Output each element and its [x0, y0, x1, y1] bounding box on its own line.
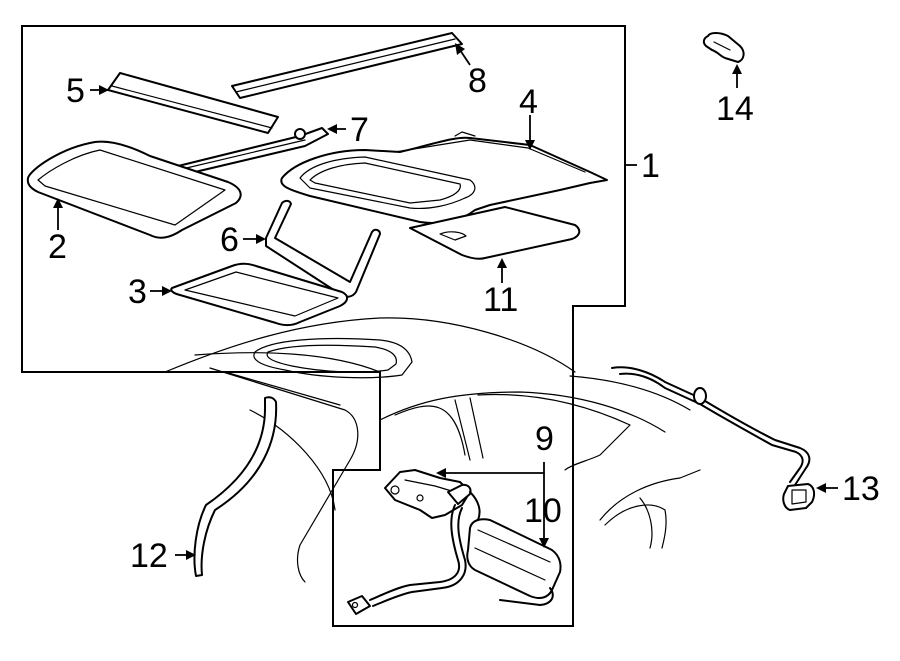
part-12-molding — [193, 396, 278, 577]
part-14-clip — [702, 32, 745, 63]
vehicle-body-outline — [164, 317, 701, 583]
callout-10: 10 — [524, 492, 562, 530]
kit-outline-box — [21, 25, 626, 627]
part-9-motor — [384, 469, 472, 519]
part-8-strip — [231, 32, 463, 99]
wiring-harness — [347, 504, 554, 615]
callout-labels: 1 2 3 4 5 6 7 8 9 10 11 12 13 14 — [48, 62, 880, 575]
callout-5: 5 — [66, 72, 85, 110]
callout-2: 2 — [48, 228, 67, 266]
part-3-seal — [170, 262, 348, 327]
part-4-frame — [280, 131, 608, 225]
callout-3: 3 — [128, 273, 147, 311]
part-13-drain-hose — [611, 366, 816, 511]
callout-8: 8 — [468, 62, 487, 100]
callout-14: 14 — [716, 90, 754, 128]
callout-12: 12 — [130, 537, 168, 575]
callout-4: 4 — [519, 83, 538, 121]
callout-7: 7 — [350, 111, 369, 149]
part-5-panel — [107, 72, 279, 134]
part-11-sunshade — [409, 206, 581, 260]
callout-6: 6 — [220, 221, 239, 259]
callout-9: 9 — [535, 420, 554, 458]
callout-13: 13 — [842, 470, 880, 508]
callout-11: 11 — [483, 281, 518, 319]
part-2-glass-panel — [26, 140, 242, 239]
leader-lines — [53, 43, 838, 560]
callout-1: 1 — [641, 147, 660, 185]
